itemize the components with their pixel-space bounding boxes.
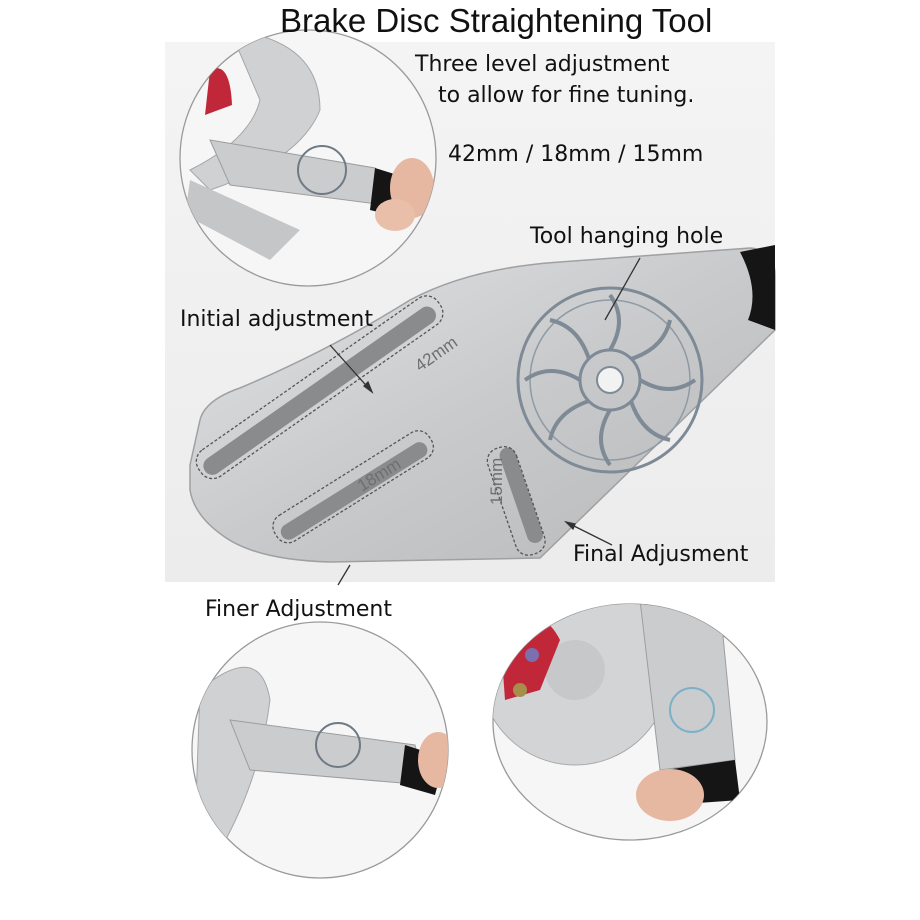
edge-gap	[775, 525, 805, 555]
callout-final-adjustment: Final Adjusment	[573, 542, 749, 567]
slot-label-15mm: 15mm	[487, 458, 506, 505]
callout-hanging-hole: Tool hanging hole	[530, 224, 724, 249]
page-title: Brake Disc Straightening Tool	[280, 2, 713, 39]
intro-line-1: Three level adjustment	[415, 52, 670, 77]
callout-initial-adjustment: Initial adjustment	[180, 307, 373, 332]
rotor-engraving	[516, 286, 704, 474]
callout-finer-adjustment: Finer Adjustment	[205, 597, 392, 622]
callout-lines	[329, 257, 641, 586]
intro-sizes: 42mm / 18mm / 15mm	[448, 142, 704, 167]
tool-body: 42mm 18mm 15mm	[189, 245, 776, 563]
intro-line-2: to allow for fine tuning.	[438, 83, 695, 108]
inset-photo-initial	[179, 29, 437, 287]
inset-photo-final	[492, 603, 768, 841]
inset-photo-finer	[191, 621, 449, 879]
